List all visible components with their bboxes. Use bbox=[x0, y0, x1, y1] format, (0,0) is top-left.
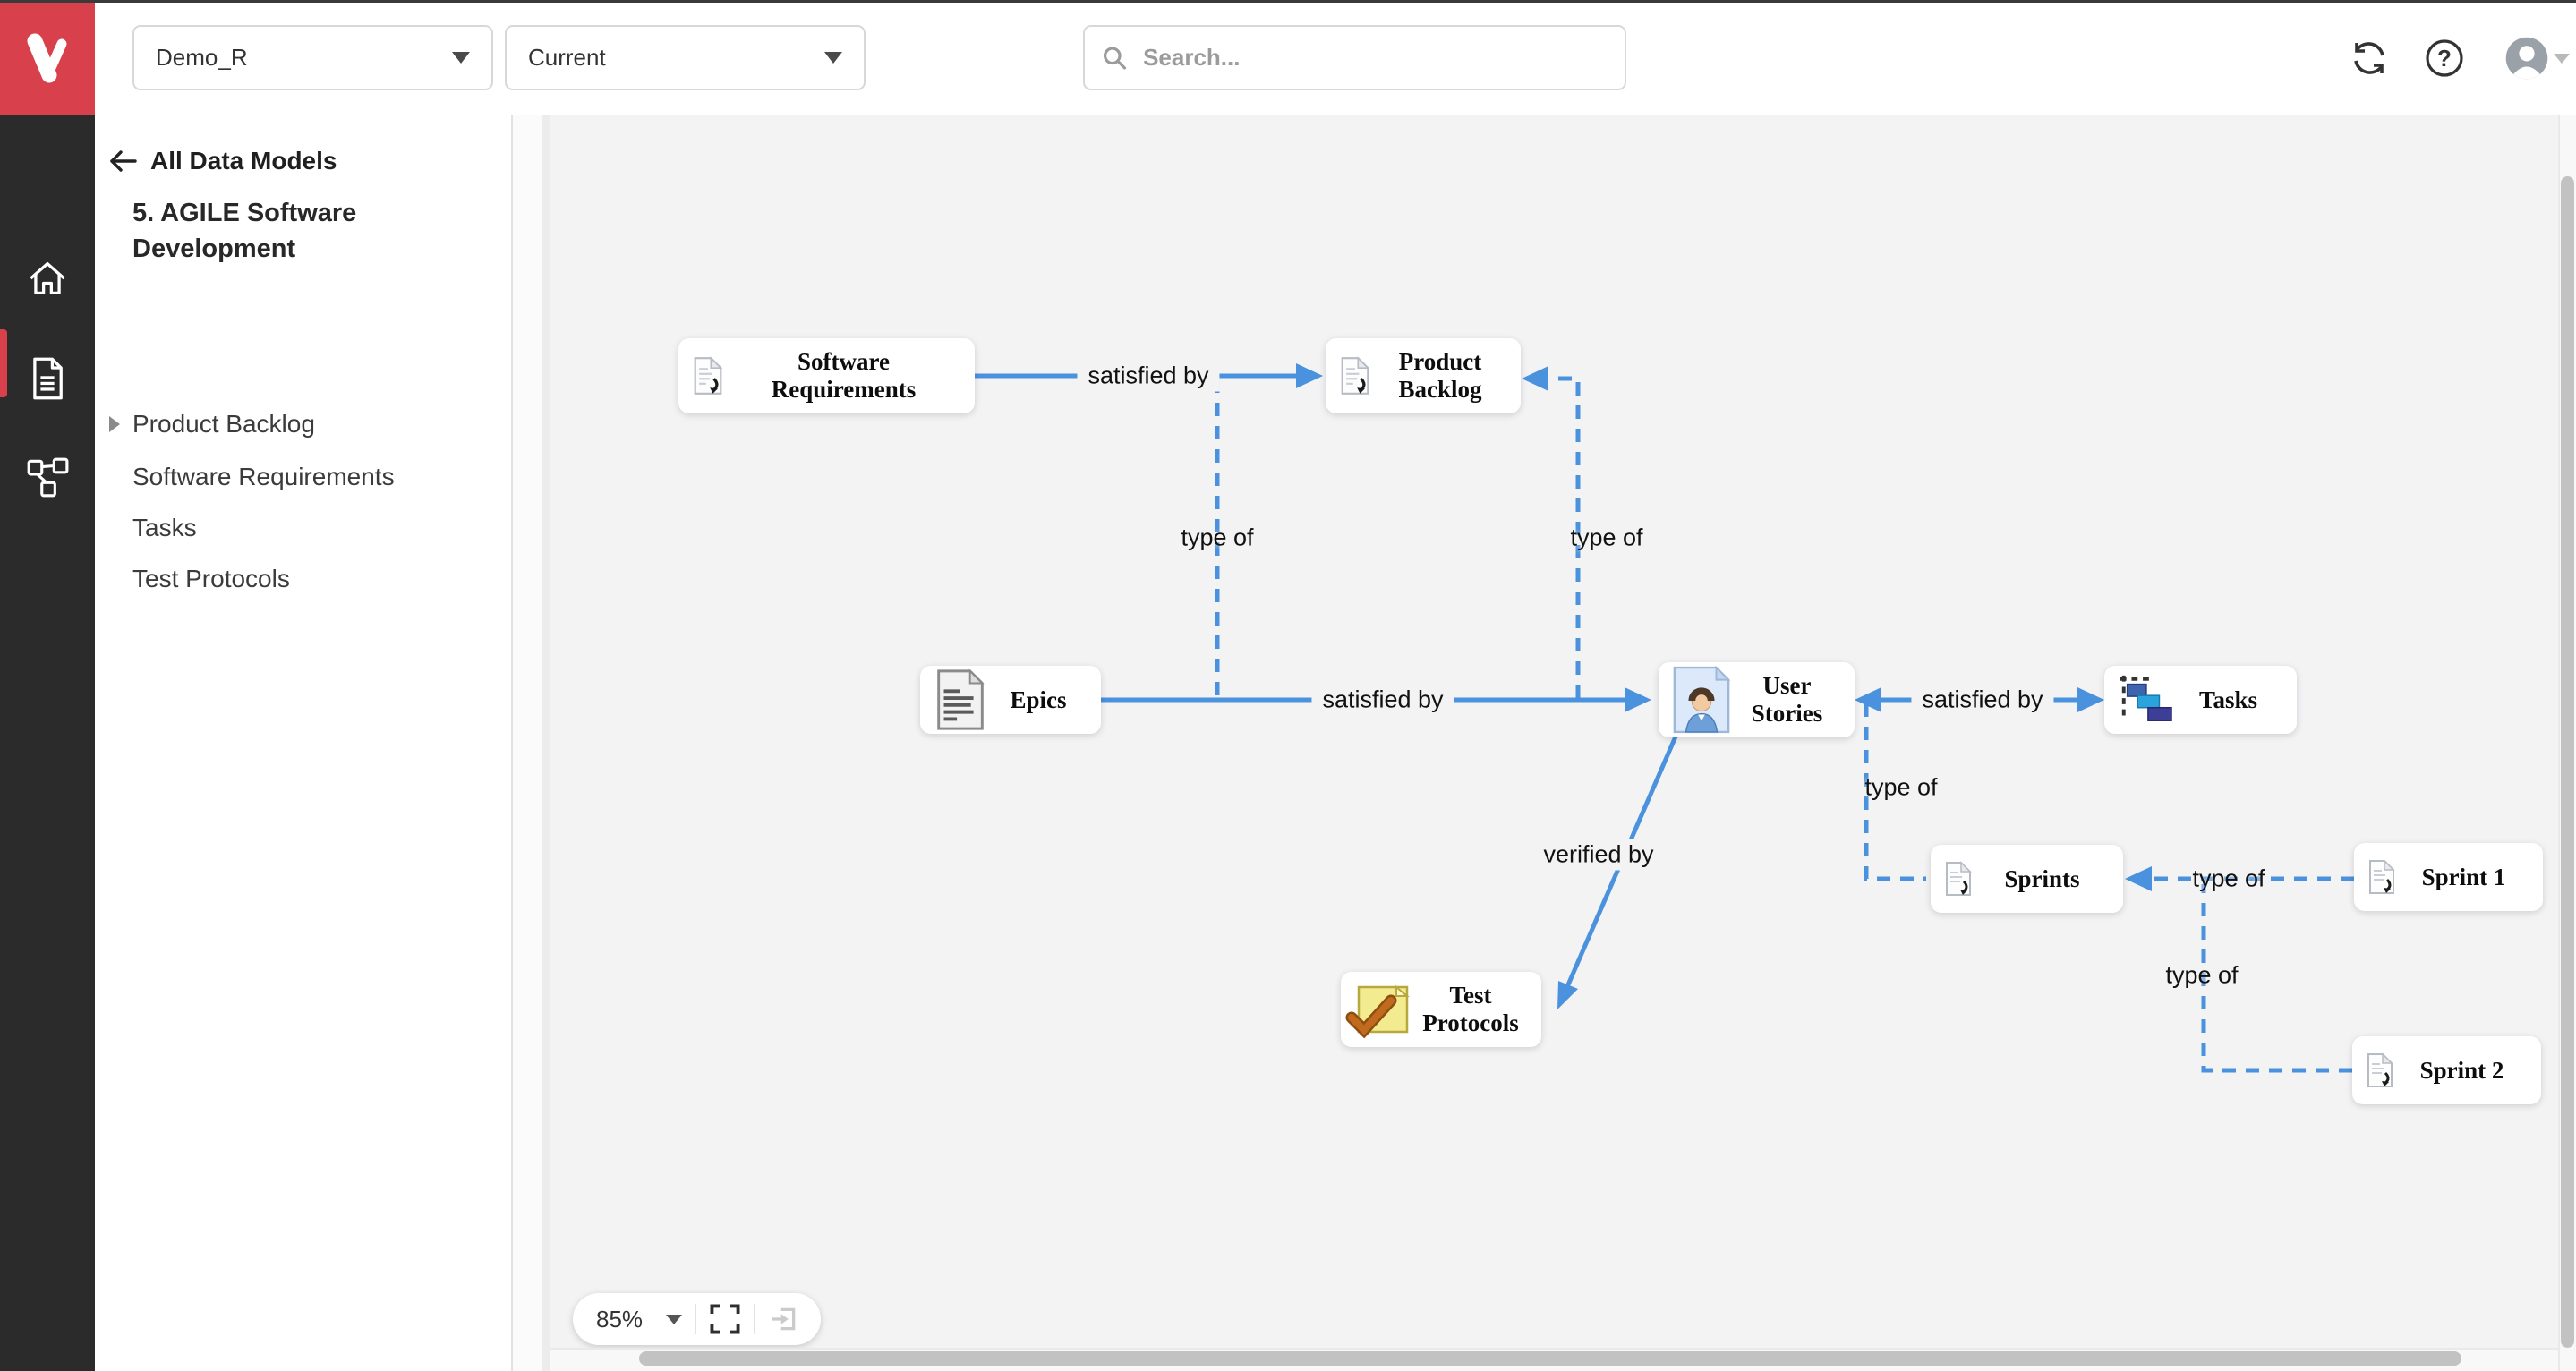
rail-data-models-button[interactable] bbox=[0, 437, 95, 517]
node-label: User Stories bbox=[1751, 672, 1823, 727]
node-sprint-2[interactable]: Sprint 2 bbox=[2352, 1036, 2541, 1104]
node-test-protocols[interactable]: Test Protocols bbox=[1341, 972, 1541, 1047]
help-icon: ? bbox=[2426, 39, 2463, 77]
back-to-all-data-models[interactable]: All Data Models bbox=[107, 147, 337, 175]
edge-label-type-of: type of bbox=[1181, 524, 1254, 551]
zoom-chevron-down-icon[interactable] bbox=[666, 1314, 683, 1324]
node-product-backlog[interactable]: Product Backlog bbox=[1326, 338, 1521, 413]
node-label: Tasks bbox=[2198, 686, 2258, 713]
edge-label-verified-by: verified by bbox=[1532, 839, 1665, 871]
window-top-strip bbox=[0, 0, 2576, 3]
project-dropdown-value: Demo_R bbox=[156, 44, 248, 71]
toolbar-divider bbox=[695, 1304, 697, 1334]
search-box[interactable] bbox=[1083, 25, 1626, 90]
panel-gutter bbox=[513, 115, 542, 1371]
rail-home-button[interactable] bbox=[0, 238, 95, 319]
export-frame-icon bbox=[772, 1307, 796, 1331]
edge-label-type-of: type of bbox=[2165, 961, 2239, 989]
horizontal-scrollbar-thumb[interactable] bbox=[639, 1351, 2461, 1366]
refresh-icon bbox=[2354, 42, 2384, 74]
requirement-doc-icon bbox=[1943, 861, 1974, 897]
node-tasks[interactable]: Tasks bbox=[2104, 666, 2297, 734]
version-dropdown[interactable]: Current bbox=[505, 25, 866, 90]
edge-label-satisfied-by: satisfied by bbox=[1911, 684, 2054, 716]
sidebar-item-product-backlog[interactable]: Product Backlog bbox=[132, 410, 315, 438]
help-button[interactable]: ? bbox=[2422, 36, 2467, 81]
edge-label-type-of: type of bbox=[2192, 864, 2265, 892]
avatar-chevron-down-icon[interactable] bbox=[2554, 54, 2570, 64]
edge-label-satisfied-by: satisfied by bbox=[1077, 360, 1220, 392]
note-check-icon bbox=[1345, 982, 1412, 1039]
sidebar-panel: All Data Models 5. AGILE Software Develo… bbox=[95, 115, 513, 1371]
refresh-button[interactable] bbox=[2347, 36, 2392, 81]
node-software-requirements[interactable]: Software Requirements bbox=[678, 338, 975, 413]
requirement-doc-icon bbox=[691, 356, 725, 396]
edge-label-type-of: type of bbox=[1570, 524, 1643, 551]
node-label: Sprint 1 bbox=[2421, 863, 2506, 890]
zoom-toolbar: 85% bbox=[573, 1293, 821, 1345]
search-input[interactable] bbox=[1141, 43, 1608, 72]
document-icon bbox=[933, 668, 988, 732]
fullscreen-icon bbox=[710, 1304, 740, 1334]
node-user-stories[interactable]: User Stories bbox=[1659, 662, 1855, 737]
arrow-left-icon bbox=[110, 150, 137, 172]
rail-active-indicator bbox=[0, 329, 7, 397]
data-model-icon bbox=[27, 457, 69, 498]
data-model-title: 5. AGILE Software Development bbox=[132, 199, 357, 263]
project-dropdown[interactable]: Demo_R bbox=[132, 25, 493, 90]
requirement-doc-icon bbox=[2367, 859, 2397, 895]
edge-label-type-of: type of bbox=[1864, 773, 1938, 801]
svg-text:?: ? bbox=[2437, 45, 2452, 72]
back-label: All Data Models bbox=[150, 147, 337, 175]
nav-rail bbox=[0, 115, 95, 1371]
document-icon bbox=[33, 357, 63, 400]
sidebar-item-tasks[interactable]: Tasks bbox=[132, 514, 197, 541]
avatar-icon bbox=[2505, 37, 2548, 80]
person-page-icon bbox=[1671, 665, 1732, 735]
requirement-doc-icon bbox=[2365, 1052, 2395, 1088]
node-label: Software Requirements bbox=[771, 348, 917, 403]
node-epics[interactable]: Epics bbox=[920, 666, 1101, 734]
node-label: Epics bbox=[1010, 686, 1067, 713]
chevron-down-icon bbox=[452, 52, 470, 64]
chevron-down-icon bbox=[824, 52, 842, 64]
expand-arrow-icon[interactable] bbox=[109, 416, 120, 432]
zoom-level-value[interactable]: 85% bbox=[596, 1305, 644, 1333]
canvas-left-strip bbox=[542, 115, 550, 1371]
fit-fullscreen-button[interactable] bbox=[709, 1303, 741, 1335]
node-label: Sprint 2 bbox=[2419, 1056, 2504, 1084]
node-sprints[interactable]: Sprints bbox=[1931, 845, 2123, 913]
app-logo[interactable] bbox=[0, 3, 95, 115]
sidebar-item-software-requirements[interactable]: Software Requirements bbox=[132, 463, 395, 490]
toolbar-divider bbox=[754, 1304, 756, 1334]
version-dropdown-value: Current bbox=[528, 44, 606, 71]
node-label: Test Protocols bbox=[1422, 982, 1519, 1036]
user-avatar[interactable] bbox=[2504, 36, 2549, 81]
export-view-button[interactable] bbox=[768, 1303, 800, 1335]
node-sprint-1[interactable]: Sprint 1 bbox=[2354, 843, 2543, 911]
node-label: Product Backlog bbox=[1398, 348, 1482, 403]
vertical-scrollbar-thumb[interactable] bbox=[2561, 176, 2574, 1348]
edge-label-satisfied-by: satisfied by bbox=[1311, 684, 1454, 716]
search-icon bbox=[1103, 46, 1127, 70]
logo-v-icon bbox=[27, 33, 67, 82]
rail-documents-button[interactable] bbox=[0, 338, 95, 419]
node-label: Sprints bbox=[2004, 864, 2080, 892]
sidebar-item-test-protocols[interactable]: Test Protocols bbox=[132, 565, 290, 592]
gantt-icon bbox=[2117, 673, 2172, 727]
home-icon bbox=[30, 262, 65, 294]
requirement-doc-icon bbox=[1338, 356, 1372, 396]
